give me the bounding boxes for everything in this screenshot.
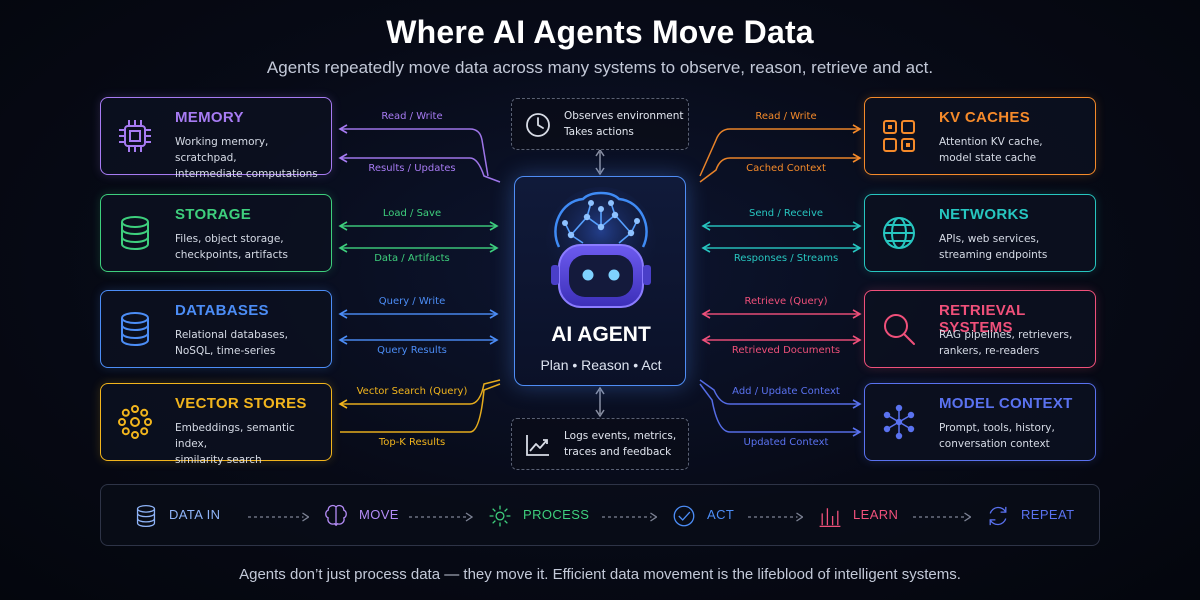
card-title: NETWORKS <box>939 206 1029 223</box>
flow-step-label: REPEAT <box>1021 507 1075 522</box>
connection-label: Data / Artifacts <box>374 253 450 264</box>
card-title: DATABASES <box>175 302 269 319</box>
robot-brain-icon <box>546 187 656 308</box>
flow-arrow <box>747 509 804 523</box>
dashed-arrow-icon <box>747 512 804 522</box>
flow-arrow <box>912 509 972 523</box>
network-nodes-icon <box>883 404 915 440</box>
connection-label: Retrieved Documents <box>731 345 841 356</box>
card-description: Relational databases, NoSQL, time-series <box>175 329 288 357</box>
gear-icon <box>489 505 511 527</box>
dashed-arrow-icon <box>601 512 658 522</box>
card-databases: DATABASES Relational databases, NoSQL, t… <box>100 290 332 368</box>
card-description: Embeddings, semantic index, similarity s… <box>175 422 295 466</box>
flow-step-label: LEARN <box>853 507 899 522</box>
footer-text: Agents don’t just process data — they mo… <box>239 566 961 583</box>
card-title: RETRIEVAL SYSTEMS <box>939 302 1026 336</box>
connection-label: Read / Write <box>755 111 817 122</box>
dashed-arrow-icon <box>912 512 972 522</box>
card-description: Attention KV cache, model state cache <box>939 136 1043 164</box>
database-icon <box>136 504 156 528</box>
flow-step-label: PROCESS <box>523 507 590 522</box>
log-box: Logs events, metrics, traces and feedbac… <box>511 418 689 470</box>
connection-label: Retrieve (Query) <box>744 296 828 307</box>
magnifier-icon <box>884 314 915 345</box>
card-title: MEMORY <box>175 109 244 126</box>
connection-label: Cached Context <box>746 163 826 174</box>
connection-label: Vector Search (Query) <box>356 386 468 397</box>
card-networks: NETWORKS APIs, web services, streaming e… <box>864 194 1096 272</box>
card-description: Files, object storage, checkpoints, arti… <box>175 233 288 261</box>
dashed-arrow-icon <box>409 512 474 522</box>
page-subtitle: Agents repeatedly move data across many … <box>266 58 934 77</box>
flow-step-label: ACT <box>707 507 735 522</box>
flow-step-label: DATA IN <box>169 507 221 522</box>
card-memory: MEMORY Working memory, scratchpad, inter… <box>100 97 332 180</box>
card-title: KV CACHES <box>939 109 1031 126</box>
connection-label: Query / Write <box>378 296 446 307</box>
card-description: Working memory, scratchpad, intermediate… <box>175 136 318 180</box>
globe-icon <box>883 217 915 249</box>
observe-text: Observes environment Takes actions <box>564 110 684 138</box>
database-icon <box>121 312 149 347</box>
refresh-icon <box>989 506 1007 526</box>
flow-arrow <box>247 509 310 523</box>
observe-box: Observes environment Takes actions <box>511 98 689 150</box>
connection-label: Query Results <box>377 345 447 356</box>
card-description: RAG pipelines, retrievers, rankers, re-r… <box>939 329 1073 357</box>
flow-arrow <box>601 509 658 523</box>
brain-icon <box>325 504 347 526</box>
trend-chart-icon <box>526 435 549 456</box>
flow-arrow <box>409 509 474 523</box>
storage-cylinder-icon <box>121 216 149 251</box>
connection-label: Responses / Streams <box>733 253 839 264</box>
bar-chart-icon <box>819 508 841 528</box>
card-retrieval-systems: RETRIEVAL SYSTEMS RAG pipelines, retriev… <box>864 290 1096 368</box>
flow-step-label: MOVE <box>359 507 399 522</box>
vector-dots-icon <box>118 405 152 439</box>
card-description: Prompt, tools, history, conversation con… <box>939 422 1055 450</box>
card-title: MODEL CONTEXT <box>939 395 1073 412</box>
clock-icon <box>526 113 550 137</box>
grid-cache-icon <box>883 120 915 152</box>
connection-label: Results / Updates <box>368 163 456 174</box>
page-title: Where AI Agents Move Data <box>386 14 814 50</box>
connection-label: Updated Context <box>743 437 829 448</box>
connection-label: Add / Update Context <box>732 386 840 397</box>
connection-label: Read / Write <box>381 111 443 122</box>
connection-label: Load / Save <box>382 208 442 219</box>
log-text: Logs events, metrics, traces and feedbac… <box>564 430 677 458</box>
connection-label: Send / Receive <box>748 208 824 219</box>
agent-tagline: Plan • Reason • Act <box>540 357 662 373</box>
ai-agent-box: AI AGENT Plan • Reason • Act <box>514 176 686 386</box>
agent-name: AI AGENT <box>551 323 651 346</box>
card-kv-caches: KV CACHES Attention KV cache, model stat… <box>864 97 1096 175</box>
check-circle-icon <box>673 505 695 527</box>
card-title: VECTOR STORES <box>175 395 307 412</box>
chip-icon <box>119 120 151 152</box>
card-storage: STORAGE Files, object storage, checkpoin… <box>100 194 332 272</box>
card-description: APIs, web services, streaming endpoints <box>939 233 1048 261</box>
dashed-arrow-icon <box>247 512 310 522</box>
card-model-context: MODEL CONTEXT Prompt, tools, history, co… <box>864 383 1096 461</box>
card-title: STORAGE <box>175 206 252 223</box>
connection-label: Top-K Results <box>378 437 446 448</box>
card-vector-stores: VECTOR STORES Embeddings, semantic index… <box>100 383 332 466</box>
process-flow-bar: DATA IN MOVE PROCESS ACT LEARN REPEAT <box>100 484 1100 546</box>
